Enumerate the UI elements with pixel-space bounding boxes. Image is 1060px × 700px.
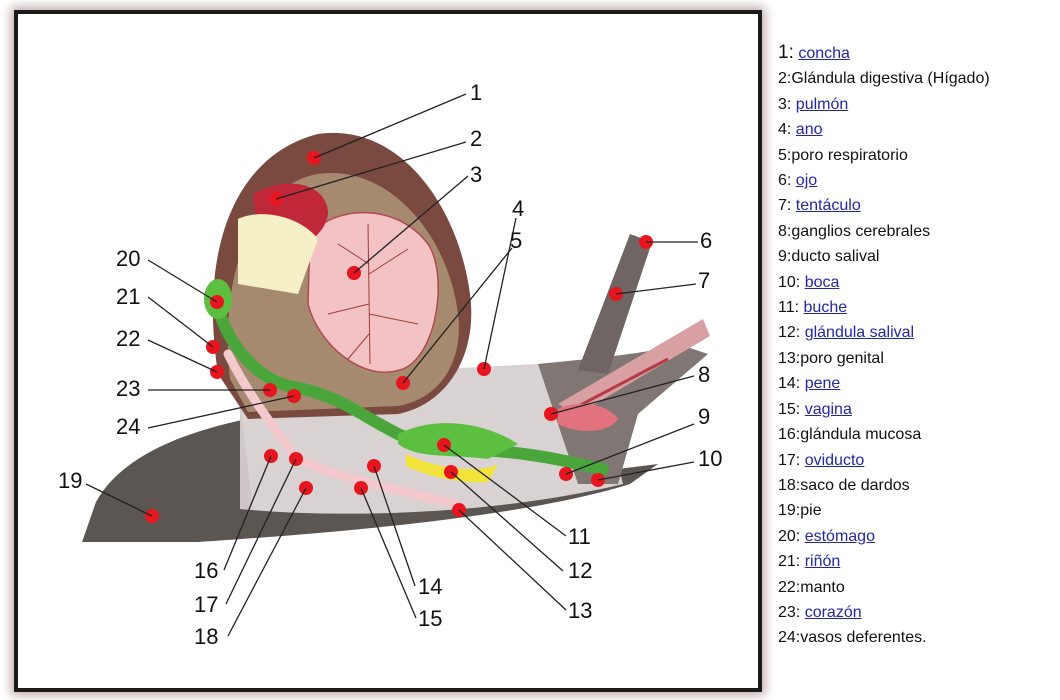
legend-number: 24: — [778, 629, 800, 646]
legend-label: Glándula digestiva (Hígado) — [791, 70, 989, 87]
legend-item: 24:vasos deferentes. — [778, 625, 1058, 650]
callout-23: 23 — [116, 376, 140, 401]
legend-item[interactable]: 20: estómago — [778, 524, 1058, 549]
snail-anatomy-diagram: 1 2 3 4 5 6 7 8 9 10 11 12 13 14 15 16 1… — [18, 14, 758, 688]
legend-link[interactable]: tentáculo — [796, 197, 861, 214]
callout-14: 14 — [418, 574, 442, 599]
callout-6: 6 — [700, 228, 712, 253]
legend-label: ducto salival — [791, 248, 879, 265]
legend-number: 2: — [778, 70, 791, 87]
legend-link[interactable]: boca — [805, 274, 840, 291]
legend-item[interactable]: 15: vagina — [778, 397, 1058, 422]
legend-link[interactable]: vagina — [805, 401, 852, 418]
legend-number: 6: — [778, 172, 791, 189]
legend-link[interactable]: ano — [796, 121, 823, 138]
legend-number: 23: — [778, 604, 800, 621]
legend-number: 13: — [778, 350, 800, 367]
callout-11: 11 — [568, 524, 591, 549]
diagram-frame: 1 2 3 4 5 6 7 8 9 10 11 12 13 14 15 16 1… — [14, 10, 762, 692]
legend-label: poro respiratorio — [791, 147, 908, 164]
callout-16: 16 — [194, 558, 218, 583]
callout-12: 12 — [568, 558, 592, 583]
legend-link[interactable]: pene — [805, 375, 841, 392]
legend-item: 9:ducto salival — [778, 244, 1058, 269]
legend-item[interactable]: 23: corazón — [778, 600, 1058, 625]
legend-label: manto — [800, 579, 844, 596]
legend-link[interactable]: estómago — [805, 528, 875, 545]
legend-item: 18:saco de dardos — [778, 473, 1058, 498]
callout-7: 7 — [698, 268, 710, 293]
legend-item[interactable]: 21: riñón — [778, 549, 1058, 574]
legend-item[interactable]: 3: pulmón — [778, 92, 1058, 117]
legend-number: 8: — [778, 223, 791, 240]
callout-4: 4 — [512, 196, 524, 221]
legend-number: 14: — [778, 375, 800, 392]
legend-item: 13:poro genital — [778, 346, 1058, 371]
legend-number: 17: — [778, 452, 800, 469]
legend-item[interactable]: 4: ano — [778, 117, 1058, 142]
callout-2: 2 — [470, 126, 482, 151]
legend-link[interactable]: pulmón — [796, 96, 848, 113]
legend-item[interactable]: 6: ojo — [778, 168, 1058, 193]
legend-number: 7: — [778, 197, 791, 214]
legend-number: 11: — [778, 299, 799, 316]
legend-item[interactable]: 11: buche — [778, 295, 1058, 320]
legend-label: pie — [800, 502, 821, 519]
legend-label: vasos deferentes. — [800, 629, 926, 646]
legend-number: 20: — [778, 528, 800, 545]
legend-item[interactable]: 7: tentáculo — [778, 193, 1058, 218]
legend-item: 8:ganglios cerebrales — [778, 219, 1058, 244]
legend-number: 12: — [778, 324, 800, 341]
callout-24: 24 — [116, 414, 140, 439]
legend-number: 19: — [778, 502, 800, 519]
legend-number: 10: — [778, 274, 800, 291]
legend-item[interactable]: 10: boca — [778, 270, 1058, 295]
legend-number: 1: — [778, 42, 794, 63]
callout-17: 17 — [194, 592, 218, 617]
legend-link[interactable]: corazón — [805, 604, 862, 621]
legend-label: poro genital — [800, 350, 884, 367]
legend-label: ganglios cerebrales — [791, 223, 930, 240]
legend-number: 21: — [778, 553, 800, 570]
legend-number: 16: — [778, 426, 800, 443]
callout-5: 5 — [510, 228, 522, 253]
callout-13: 13 — [568, 598, 592, 623]
legend-item: 16:glándula mucosa — [778, 422, 1058, 447]
legend-number: 4: — [778, 121, 791, 138]
legend-number: 9: — [778, 248, 791, 265]
callout-19: 19 — [58, 468, 82, 493]
legend-number: 5: — [778, 147, 791, 164]
callout-3: 3 — [470, 162, 482, 187]
legend-item[interactable]: 17: oviducto — [778, 448, 1058, 473]
legend-number: 3: — [778, 96, 791, 113]
legend-item[interactable]: 1: concha — [778, 40, 1058, 66]
legend-label: saco de dardos — [800, 477, 909, 494]
callout-15: 15 — [418, 606, 442, 631]
callout-21: 21 — [116, 284, 140, 309]
legend-link[interactable]: riñón — [805, 553, 841, 570]
callout-18: 18 — [194, 624, 218, 649]
callout-9: 9 — [698, 404, 710, 429]
callout-8: 8 — [698, 362, 710, 387]
legend-item: 5:poro respiratorio — [778, 143, 1058, 168]
legend-number: 22: — [778, 579, 800, 596]
legend-link[interactable]: oviducto — [805, 452, 865, 469]
legend-link[interactable]: buche — [804, 299, 848, 316]
legend-link[interactable]: ojo — [796, 172, 817, 189]
callout-22: 22 — [116, 326, 140, 351]
legend-label: glándula mucosa — [800, 426, 921, 443]
legend-number: 15: — [778, 401, 800, 418]
legend-item: 19:pie — [778, 498, 1058, 523]
legend-item: 2:Glándula digestiva (Hígado) — [778, 66, 1058, 91]
callout-1: 1 — [470, 80, 482, 105]
legend-link[interactable]: concha — [798, 45, 850, 62]
legend-item[interactable]: 12: glándula salival — [778, 320, 1058, 345]
legend-item: 22:manto — [778, 575, 1058, 600]
callout-20: 20 — [116, 246, 140, 271]
legend-item[interactable]: 14: pene — [778, 371, 1058, 396]
legend-number: 18: — [778, 477, 800, 494]
legend-link[interactable]: glándula salival — [805, 324, 914, 341]
callout-10: 10 — [698, 446, 722, 471]
